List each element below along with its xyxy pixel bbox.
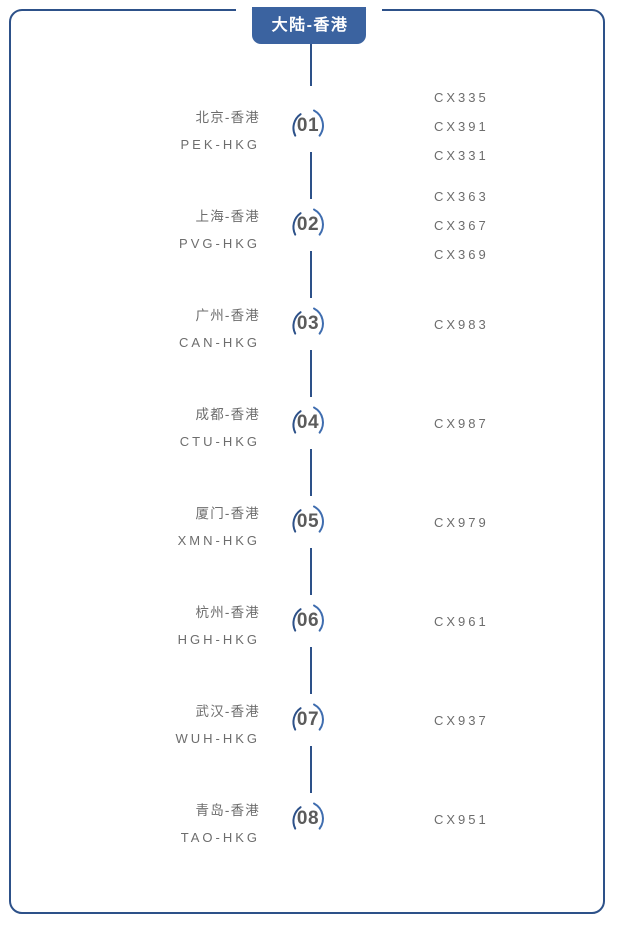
flight-number: CX369 <box>434 246 489 262</box>
flight-number: CX363 <box>434 188 489 204</box>
flight-number: CX951 <box>434 811 489 827</box>
route-label-group: 成都-香港 CTU-HKG <box>40 405 260 452</box>
broken-circle-icon <box>292 109 324 137</box>
section-header: 大陆-香港 <box>0 0 618 46</box>
timeline-marker-number: 07 <box>296 709 320 730</box>
route-airport-codes: CTU-HKG <box>179 434 260 449</box>
flight-number: CX983 <box>434 316 489 332</box>
timeline-marker: 04 <box>286 399 334 447</box>
route-airport-codes: TAO-HKG <box>180 830 260 845</box>
broken-circle-icon <box>292 307 324 335</box>
timeline-connector <box>310 251 312 298</box>
route-airport-codes: HGH-HKG <box>177 632 260 647</box>
section-badge-label: 大陆-香港 <box>235 0 383 44</box>
timeline-connector <box>310 647 312 694</box>
route-name-cn: 北京-香港 <box>195 110 260 125</box>
route-label-group: 杭州-香港 HGH-HKG <box>40 603 260 650</box>
flight-number-list: CX983 <box>434 310 604 339</box>
timeline-marker-number: 03 <box>296 313 320 334</box>
timeline-marker-number: 04 <box>296 412 320 433</box>
timeline-marker-number: 08 <box>296 808 320 829</box>
broken-circle-icon <box>292 802 324 830</box>
flight-number-list: CX961 <box>434 607 604 636</box>
route-airport-codes: WUH-HKG <box>175 731 260 746</box>
route-airport-codes: PVG-HKG <box>179 236 260 251</box>
timeline-marker: 01 <box>286 102 334 150</box>
route-label-group: 武汉-香港 WUH-HKG <box>40 702 260 749</box>
flight-number: CX987 <box>434 415 489 431</box>
timeline-marker: 03 <box>286 300 334 348</box>
route-airport-codes: XMN-HKG <box>177 533 260 548</box>
broken-circle-icon <box>292 505 324 533</box>
flight-number-list: CX987 <box>434 409 604 438</box>
broken-circle-icon <box>292 208 324 236</box>
flight-number: CX979 <box>434 514 489 530</box>
route-airport-codes: PEK-HKG <box>180 137 260 152</box>
route-name-cn: 武汉-香港 <box>195 704 260 719</box>
route-label-group: 上海-香港 PVG-HKG <box>40 207 260 254</box>
timeline-connector <box>310 449 312 496</box>
broken-circle-icon <box>292 604 324 632</box>
route-name-cn: 青岛-香港 <box>195 803 260 818</box>
route-label-group: 青岛-香港 TAO-HKG <box>40 801 260 848</box>
flight-number: CX367 <box>434 217 489 233</box>
route-name-cn: 成都-香港 <box>195 407 260 422</box>
flight-number: CX961 <box>434 613 489 629</box>
route-name-cn: 杭州-香港 <box>195 605 260 620</box>
route-name-cn: 广州-香港 <box>195 308 260 323</box>
timeline-connector <box>310 152 312 199</box>
route-label-group: 广州-香港 CAN-HKG <box>40 306 260 353</box>
timeline-marker: 08 <box>286 795 334 843</box>
timeline-marker-number: 01 <box>296 115 320 136</box>
flight-number-list: CX951 <box>434 805 604 834</box>
timeline-marker: 05 <box>286 498 334 546</box>
route-name-cn: 厦门-香港 <box>195 506 260 521</box>
broken-circle-icon <box>292 703 324 731</box>
timeline-connector <box>310 548 312 595</box>
route-label-group: 北京-香港 PEK-HKG <box>40 108 260 155</box>
flight-number: CX331 <box>434 147 489 163</box>
flight-number: CX937 <box>434 712 489 728</box>
timeline-marker-number: 05 <box>296 511 320 532</box>
flight-number-list: CX937 <box>434 706 604 735</box>
flight-number: CX391 <box>434 118 489 134</box>
timeline-connector <box>310 350 312 397</box>
route-airport-codes: CAN-HKG <box>179 335 260 350</box>
timeline-top-stem <box>310 44 312 86</box>
timeline-marker-number: 06 <box>296 610 320 631</box>
route-label-group: 厦门-香港 XMN-HKG <box>40 504 260 551</box>
broken-circle-icon <box>292 406 324 434</box>
flight-number-list: CX979 <box>434 508 604 537</box>
flight-number: CX335 <box>434 89 489 105</box>
route-card <box>9 9 605 914</box>
timeline-marker: 07 <box>286 696 334 744</box>
route-name-cn: 上海-香港 <box>195 209 260 224</box>
timeline-connector <box>310 746 312 793</box>
timeline-marker: 06 <box>286 597 334 645</box>
timeline-marker-number: 02 <box>296 214 320 235</box>
timeline-marker: 02 <box>286 201 334 249</box>
